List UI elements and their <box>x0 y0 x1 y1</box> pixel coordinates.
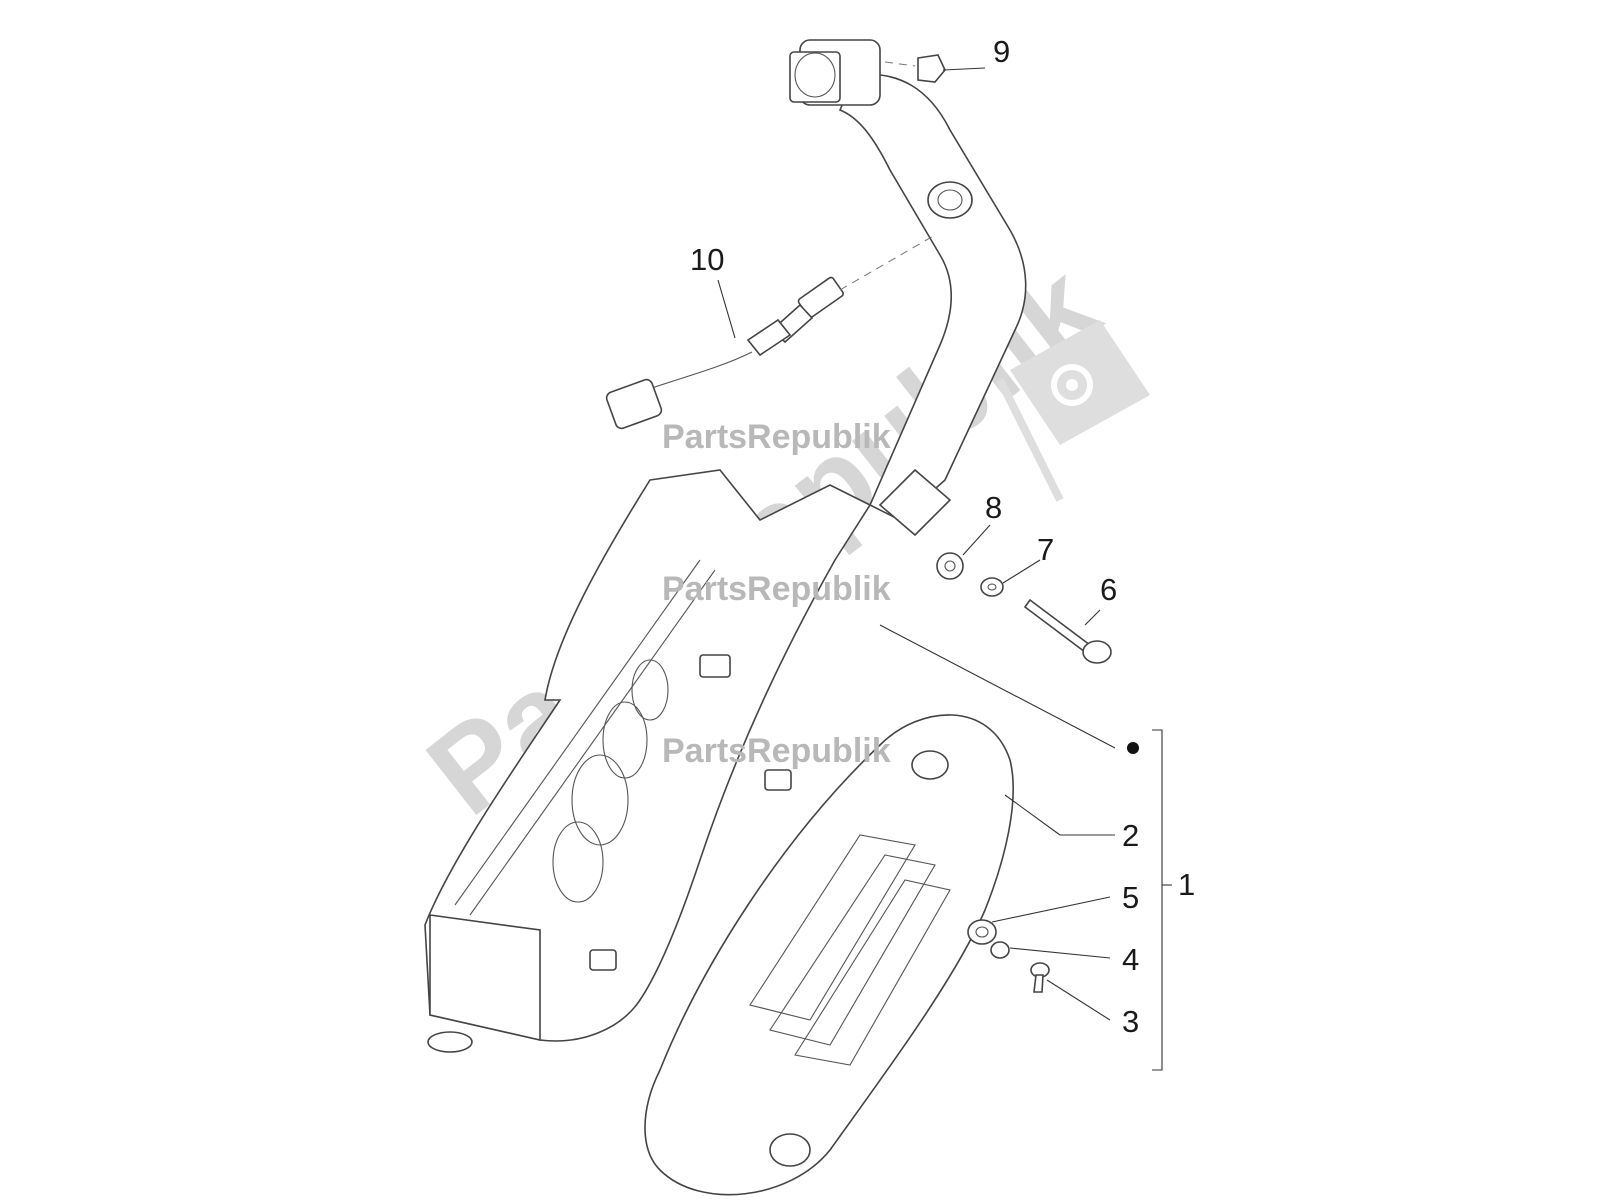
callout-10: 10 <box>690 242 724 277</box>
callout-8: 8 <box>985 490 1002 525</box>
callout-6: 6 <box>1100 572 1117 607</box>
exhaust-pipe <box>838 73 1027 537</box>
muffler-body <box>424 469 872 1053</box>
leader-lines <box>717 67 1172 1071</box>
callout-2: 2 <box>1122 818 1139 853</box>
dot-icon <box>1127 742 1139 754</box>
nut-9 <box>884 54 946 83</box>
gear-icon <box>1051 364 1093 406</box>
exhaust-flange <box>789 39 881 106</box>
spacer-8 <box>936 552 964 580</box>
heat-shield-2 <box>644 714 1014 1196</box>
callout-4: 4 <box>1122 942 1139 977</box>
grommet-5 <box>967 919 997 945</box>
callout-3: 3 <box>1122 1004 1139 1039</box>
washer-7 <box>980 577 1004 597</box>
watermark-text-3: PartsRepublik <box>662 732 891 770</box>
watermark-text-2: PartsRepublik <box>662 570 891 608</box>
watermark-small-3: PartsRepublik <box>662 732 891 770</box>
washer-4 <box>990 941 1010 959</box>
screw-3 <box>1030 962 1050 993</box>
watermark-small-1: PartsRepublik <box>662 418 891 456</box>
watermark-text-1: PartsRepublik <box>662 418 891 456</box>
flag-icon <box>996 320 1150 502</box>
watermark-small-2: PartsRepublik <box>662 570 891 608</box>
callout-1: 1 <box>1178 867 1195 902</box>
lambda-sensor-10 <box>605 234 936 430</box>
bolt-6 <box>1023 598 1112 664</box>
callout-9: 9 <box>993 34 1010 69</box>
callout-7: 7 <box>1037 532 1054 567</box>
callout-5: 5 <box>1122 880 1139 915</box>
